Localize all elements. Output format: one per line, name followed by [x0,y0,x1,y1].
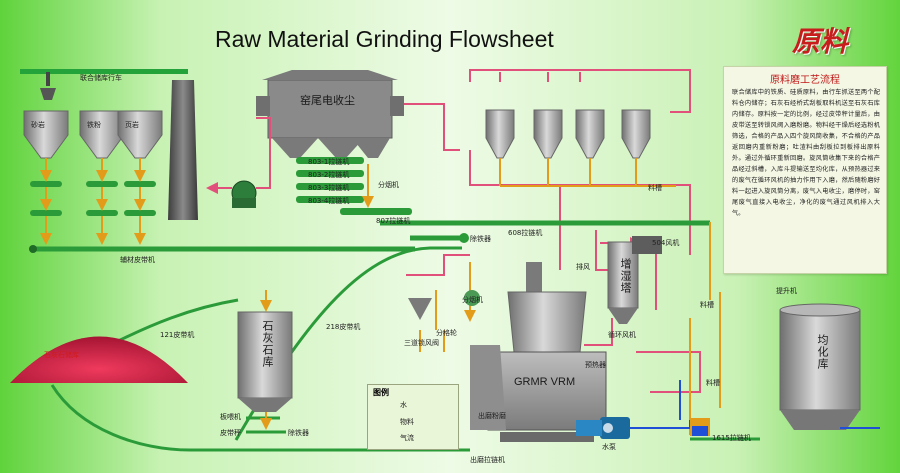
conveyor-1615-label: 1615拉链机 [712,434,751,442]
bin-shale [117,110,163,159]
vertical-roller-mill [470,262,607,442]
plate-feeder-label: 板喂机 [220,413,241,421]
iron-remover-2-label: 除铁器 [470,235,491,243]
bin-sandstone [23,110,69,159]
iron-remover-label: 除铁器 [288,429,309,437]
cyclones [485,109,651,159]
conveyor-label-1: 803-1拉链机 [308,158,350,166]
chute-2-label: 料槽 [700,301,714,309]
conveyor-label-3: 803-3拉链机 [308,184,350,192]
legend-item-airflow: 气流 [400,434,414,442]
hoist-label: 提升机 [776,287,797,295]
lime-store-label: 石灰石储库 [44,351,79,359]
preheater-label: 预热器 [585,361,606,369]
panel-title: 原料磨工艺流程 [770,75,840,86]
limestone-store-dome [10,336,188,383]
conveyor-label-608: 608拉链机 [508,229,543,237]
legend-title: 图例 [373,388,389,397]
humid-tower-label: 增湿塔 [619,258,632,294]
bin-feeders [30,181,156,216]
air-lines [206,69,701,393]
aux-belt-conveyor [29,245,415,253]
grab-bucket-icon [40,88,56,100]
water-pump [576,417,630,439]
homogenization-silo [779,303,861,430]
aux-belt-label: 辅材皮带机 [120,256,155,264]
bin-label-shale: 页岩 [125,121,139,129]
brand-mark: 原料 [792,25,849,58]
dust-collector-label: 窑尾电收尘 [300,94,355,107]
conveyor-label-2: 803-2拉链机 [308,171,350,179]
chute-label: 料槽 [706,379,720,387]
raw-material-bins [23,110,163,159]
conveyor-label-807: 807拉链机 [376,217,411,225]
fan-label-mid: 分烟机 [462,296,483,304]
mill-out-label: 出磨拉链机 [470,456,505,464]
belt-scale-label: 皮带秤 [220,429,241,437]
panel-body: 联合储库中的铁质、硅质原料，由行车抓送至两个配料仓内储存；石灰石经桥式刮板取料机… [732,89,880,217]
homo-silo-label: 均化库 [816,334,829,370]
mill-label: GRMR VRM [514,376,576,388]
conveyor-608 [380,220,710,243]
bin-label-iron: 铁粉 [87,121,101,129]
chimney [168,80,198,220]
lime-silo-label: 石灰石库 [261,320,274,368]
page-title: Raw Material Grinding Flowsheet [215,26,554,52]
bin-label-sandstone: 砂岩 [31,121,45,129]
water-pump-label: 水泵 [602,443,616,451]
cyclone-fan-label: 循环风机 [608,331,636,339]
mid-fan-icon [464,290,480,306]
legend-item-water: 水 [400,401,407,409]
process-description-panel: 原料磨工艺流程 联合储库中的铁质、硅质原料，由行车抓送至两个配料仓内储存；石灰石… [723,66,887,274]
fan-sys-label: 排风 [576,263,590,271]
belt-218-label: 218皮带机 [326,323,361,331]
bin-material-flow [40,158,146,245]
exhaust-fan [231,180,257,208]
kiln-dust-collector [256,70,404,158]
legend-item-material: 物料 [400,418,414,426]
limestone-silo [237,311,293,412]
collector-chain-conveyors [296,157,412,215]
bin-iron [79,110,125,159]
valve-mid-label: 分格轮 [436,329,457,337]
exhaust-label: 出磨粉磨 [478,412,506,420]
belt-121-label: 121皮带机 [160,331,195,339]
fan-504-label: 504风机 [652,239,680,247]
conveyor-label-4: 803-4拉链机 [308,197,350,205]
valve-left-label: 三道锁风阀 [404,339,439,347]
fan-label-left: 分烟机 [378,181,399,189]
splitter-valve [408,298,432,320]
air-feed-label: 料槽 [648,184,662,192]
humidifier-tower [607,236,662,324]
crane-label: 联合储库行车 [80,74,122,82]
crane-rail [20,69,188,100]
legend-box: 图例 水 物料 气流 [367,384,459,450]
